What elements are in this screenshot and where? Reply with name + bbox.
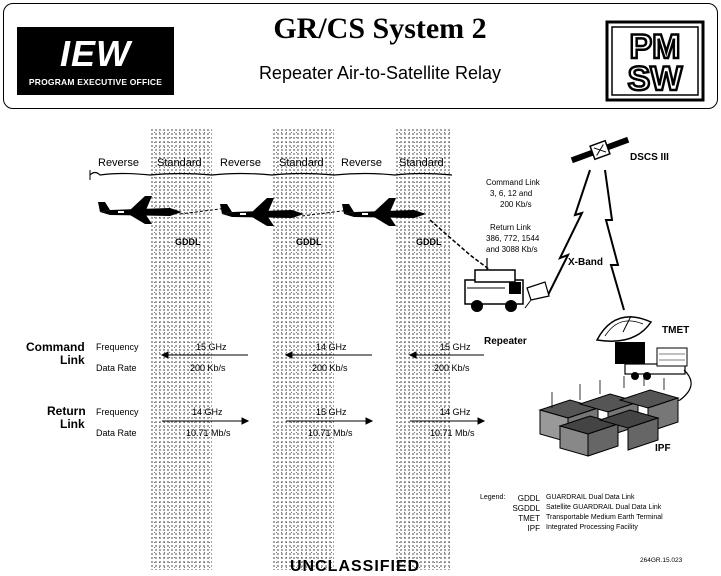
legend-key-ipf: IPF <box>527 524 540 533</box>
legend-key-sgddl: SGDDL <box>512 504 540 513</box>
return-frequency-1: 14 GHz <box>192 407 223 417</box>
command-rate-3: 200 Kb/s <box>434 363 470 373</box>
command-link-title: Command Link <box>486 178 540 187</box>
legend-value-tmet: Transportable Medium Earth Terminal <box>546 514 663 521</box>
mode-brace <box>89 171 453 176</box>
standard-band-2 <box>272 128 334 570</box>
command-link-rates: 3, 6, 12 and <box>490 189 533 198</box>
xband-link-tmet <box>604 169 625 311</box>
return-link-rates-2: and 3088 Kb/s <box>486 245 538 254</box>
command-frequency-label: Frequency <box>96 342 139 352</box>
return-link-heading-2: Link <box>60 417 85 431</box>
legend-value-gddl: GUARDRAIL Dual Data Link <box>546 494 635 501</box>
command-rate-1: 200 Kb/s <box>190 363 226 373</box>
pmsw-bottom-text: SW <box>628 60 684 98</box>
return-link-title: Return Link <box>490 223 531 232</box>
pmsw-top-text: PM <box>630 28 681 66</box>
peo-logo-text: PROGRAM EXECUTIVE OFFICE <box>28 77 163 87</box>
repeater-label: Repeater <box>484 336 527 347</box>
return-frequency-3: 14 GHz <box>440 407 471 417</box>
command-link-rates-2: 200 Kb/s <box>500 200 532 209</box>
satellite-label: DSCS III <box>630 152 669 163</box>
return-link-heading-1: Return <box>47 404 86 418</box>
xband-label: X-Band <box>568 257 603 268</box>
air-link-1 <box>179 207 229 215</box>
return-rate-2: 10.71 Mb/s <box>308 428 353 438</box>
mode-label-standard-2: Standard <box>279 157 324 169</box>
command-frequency-1: 15 GHz <box>196 342 227 352</box>
mode-label-standard-3: Standard <box>399 157 444 169</box>
return-rate-3: 10.71 Mb/s <box>430 428 475 438</box>
repeater-truck-icon <box>464 258 550 312</box>
command-link-arrows <box>160 351 484 359</box>
return-frequency-label: Frequency <box>96 407 139 417</box>
legend-key-tmet: TMET <box>518 514 540 523</box>
mode-label-reverse-2: Reverse <box>220 157 261 169</box>
return-rate-1: 10.71 Mb/s <box>186 428 231 438</box>
gddl-label-1: GDDL <box>175 237 201 247</box>
mode-label-reverse-1: Reverse <box>98 157 139 169</box>
pmsw-logo: PM SW <box>605 20 705 102</box>
header-panel <box>3 3 718 109</box>
return-datarate-label: Data Rate <box>96 428 137 438</box>
page-subtitle: Repeater Air-to-Satellite Relay <box>258 63 502 83</box>
legend-key-gddl: GDDL <box>517 494 540 503</box>
legend-title: Legend: <box>480 494 506 501</box>
legend-value-ipf: Integrated Processing Facility <box>546 524 638 531</box>
legend-value-sgddl: Satellite GUARDRAIL Dual Data Link <box>546 504 662 511</box>
aircraft-repeater-link <box>429 219 491 271</box>
standard-band-1 <box>150 128 212 570</box>
ipf-shelters-icon <box>538 376 680 457</box>
aircraft-icon <box>98 196 182 224</box>
tmet-dish-icon <box>595 315 688 380</box>
command-datarate-label: Data Rate <box>96 363 137 373</box>
mode-label-standard-1: Standard <box>157 157 202 169</box>
return-frequency-2: 15 GHz <box>316 407 347 417</box>
aircraft-icon <box>342 198 426 226</box>
return-link-rates: 386, 772, 1544 <box>486 234 540 243</box>
standard-band-3 <box>395 128 451 570</box>
aircraft-icon <box>220 198 304 226</box>
document-code: 264GR.15.023 <box>640 557 683 564</box>
iew-logo-text: IEW <box>60 33 131 74</box>
return-link-arrows <box>162 417 486 425</box>
mode-label-reverse-3: Reverse <box>341 157 382 169</box>
classification-marking: UNCLASSIFIED <box>290 558 421 575</box>
command-frequency-3: 15 GHz <box>440 342 471 352</box>
command-frequency-2: 14 GHz <box>316 342 347 352</box>
gddl-label-3: GDDL <box>416 237 442 247</box>
command-rate-2: 200 Kb/s <box>312 363 348 373</box>
gddl-label-2: GDDL <box>296 237 322 247</box>
tmet-label: TMET <box>662 325 690 336</box>
command-link-heading-1: Command <box>26 340 85 354</box>
air-link-2 <box>301 209 351 217</box>
page-title: GR/CS System 2 <box>273 12 487 45</box>
ipf-label: IPF <box>655 443 671 454</box>
satellite-icon <box>570 136 630 164</box>
xband-link-repeater <box>547 169 591 296</box>
command-link-heading-2: Link <box>60 353 85 367</box>
iew-logo: IEW PROGRAM EXECUTIVE OFFICE <box>17 27 174 95</box>
